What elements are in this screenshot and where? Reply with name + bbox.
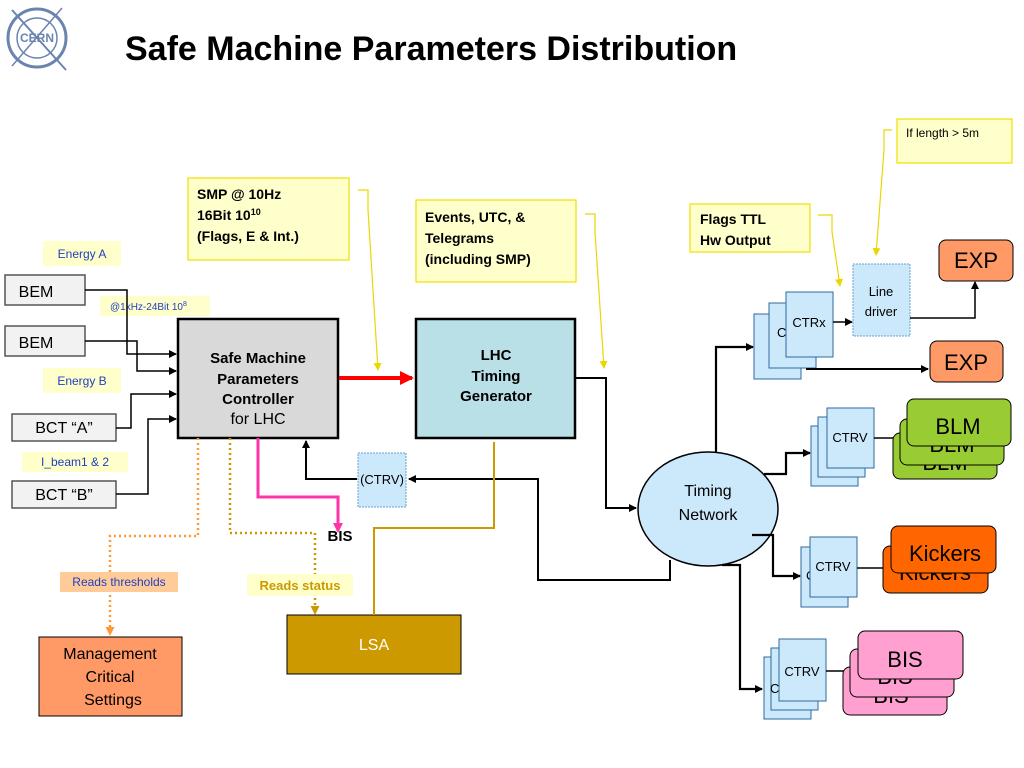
flags-note-line1: Flags TTL — [700, 211, 767, 227]
ctrx-label: CTRx — [792, 315, 826, 330]
network-to-ctrv-line — [408, 475, 671, 581]
events-note-line3: (including SMP) — [425, 251, 531, 267]
events-note-box — [415, 199, 577, 283]
mcs-line1: Management — [63, 646, 157, 663]
ltg-to-network-line — [575, 377, 637, 512]
logo-text: CERN — [20, 31, 54, 45]
smpc-to-lsa-dotted — [228, 438, 320, 615]
ctrv-to-smpc-line — [302, 440, 357, 480]
ltg-line1: LHC — [481, 347, 512, 364]
flags-note-box — [689, 203, 811, 253]
energy-b-label: Energy B — [57, 374, 106, 388]
ibeam-label: I_beam1 & 2 — [41, 455, 109, 469]
events-note-pointer — [585, 213, 608, 369]
smp-note-pointer — [358, 189, 382, 371]
reads-thresholds-label: Reads thresholds — [72, 575, 165, 589]
bis-stack: BIS BIS BIS — [842, 630, 964, 716]
energy-a-label-box — [43, 241, 121, 266]
length-note-box — [896, 118, 1013, 164]
events-note-line2: Telegrams — [425, 230, 494, 246]
flags-note-pointer — [818, 214, 843, 287]
ctrv-stack-blm: C CTRV — [810, 407, 875, 487]
ctrv-mid-box — [357, 452, 407, 508]
mcs-box — [38, 636, 183, 717]
exp-label-2: EXP — [944, 350, 988, 375]
blm-stack: BLM BLM BLM — [892, 398, 1012, 480]
exp-label-1: EXP — [954, 248, 998, 273]
line-driver-line2: driver — [865, 304, 898, 319]
lsa-box — [286, 614, 462, 675]
mcs-line2: Critical — [86, 669, 135, 686]
network-branches — [714, 343, 811, 693]
smp-controller-line3: Controller — [222, 391, 294, 408]
timing-network-line2: Network — [679, 507, 739, 524]
lsa-to-ltg-line — [373, 442, 495, 615]
smp-note-line3: (Flags, E & Int.) — [197, 228, 299, 244]
bct-b-label: BCT “B” — [35, 487, 92, 504]
smp-note-line1: SMP @ 10Hz — [197, 186, 281, 202]
ctrv-stack-kickers: C CTRV — [800, 536, 858, 608]
driver-to-exp1-arrow — [910, 281, 979, 319]
smp-controller-line2: Parameters — [217, 371, 299, 388]
reads-status-box — [247, 574, 353, 596]
blm-label: BLM — [935, 414, 980, 439]
bem-box-2 — [4, 325, 86, 357]
bis-output-label: BIS — [887, 647, 922, 672]
ctrv-bis-ghost-label: C — [770, 681, 779, 696]
smp-controller-line4: for LHC — [230, 411, 285, 428]
length-note-label: If length > 5m — [906, 126, 979, 140]
lsa-label: LSA — [359, 637, 390, 654]
timing-network-ellipse — [637, 451, 779, 567]
smp-controller-line1: Safe Machine — [210, 350, 306, 367]
timing-network-line1: Timing — [684, 483, 731, 500]
ctrv-blm-label: CTRV — [832, 430, 867, 445]
bem-rate-label: @1kHz-24Bit 108 — [110, 301, 187, 313]
bis-label: BIS — [327, 528, 352, 545]
ctrv-stack-bis: C CTRV — [763, 638, 827, 720]
smp-note-line2: 16Bit 1010 — [197, 207, 261, 223]
energy-b-label-box — [43, 368, 121, 393]
ctrv-bis-label: CTRV — [784, 664, 819, 679]
ltg-line3: Generator — [460, 388, 532, 405]
bem-label-1: BEM — [19, 284, 54, 301]
kickers-stack: Kickers Kickers — [882, 525, 997, 594]
events-note-line1: Events, UTC, & — [425, 209, 525, 225]
line-driver-box — [852, 263, 911, 337]
ctrv-mid-label: (CTRV) — [360, 472, 404, 487]
length-note-pointer — [872, 129, 892, 256]
mcs-line3: Settings — [84, 692, 142, 709]
ibeam-label-box — [22, 452, 128, 472]
ltg-line2: Timing — [472, 368, 521, 385]
kickers-label: Kickers — [909, 541, 981, 566]
exp-box-1 — [938, 239, 1014, 282]
input-connectors — [85, 289, 177, 495]
ctrx-ghost-label: C — [777, 325, 786, 340]
bct-a-label: BCT “A” — [35, 420, 92, 437]
ctrv-kickers-label: CTRV — [815, 559, 850, 574]
bem-label-2: BEM — [19, 335, 54, 352]
exp-box-2 — [929, 340, 1004, 383]
flags-note-line2: Hw Output — [700, 232, 771, 248]
page-title: Safe Machine Parameters Distribution — [125, 30, 737, 68]
line-driver-line1: Line — [869, 284, 894, 299]
reads-thresholds-box — [60, 572, 178, 592]
cern-logo: CERN — [6, 7, 68, 71]
smp-controller-box — [176, 317, 340, 440]
reads-status-label: Reads status — [260, 578, 341, 593]
ctrx-stack: C CTRx — [753, 291, 834, 380]
energy-a-label: Energy A — [58, 247, 107, 261]
smpc-to-bis-arrow — [256, 438, 343, 533]
smp-note-box — [187, 177, 350, 261]
